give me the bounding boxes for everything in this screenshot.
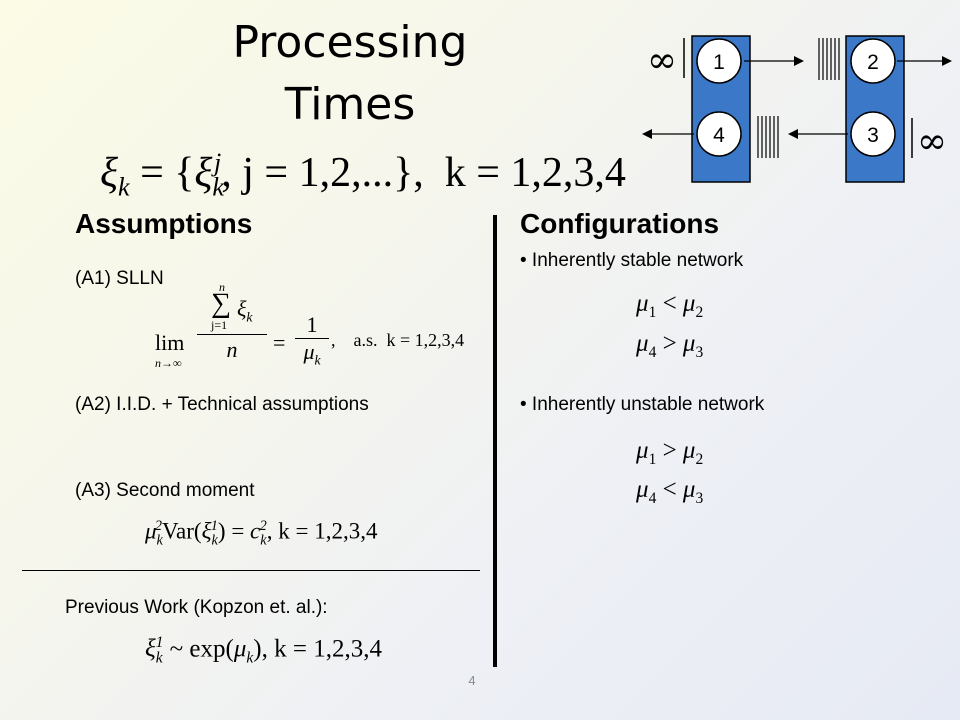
node-3-circle [850,111,896,157]
lim-text: lim [155,330,185,355]
queue-buffer-2 [818,38,840,80]
node-4-circle [696,111,742,157]
arrow-exit [897,56,952,66]
page-number: 4 [468,673,476,688]
horizontal-divider [22,570,480,571]
node-3-label: 3 [867,124,879,147]
slide-title: Processing Times [190,12,510,136]
one-numerator: 1 [295,312,329,339]
mu-denominator: μ [303,339,315,364]
vertical-divider [493,215,497,667]
lim-subscript: n→∞ [155,356,182,370]
network-diagram: 1 2 3 4 ∞ ∞ [642,35,952,183]
queue-buffer-4 [757,116,779,158]
j-sup: j [213,148,222,177]
stable-ineq-2: μ4 > μ3 [636,330,704,361]
configurations-heading: Configurations [520,208,720,239]
j-range: j = 1,2,...}, [231,150,424,196]
node-4-label: 4 [713,124,725,147]
assumptions-heading: Assumptions [75,208,253,239]
unstable-ineq-1: μ1 > μ2 [636,437,704,468]
infinite-buffer-1: ∞ [647,38,685,81]
title-line-1: Processing [232,17,468,68]
arrow-1-to-2 [744,56,804,66]
stable-ineq-1: μ1 < μ2 [636,290,704,321]
fraction-bar: n [197,334,267,363]
mu-k-sub: k [314,352,321,368]
node-1-label: 1 [713,51,725,74]
k-range: k = 1,2,3,4 [444,150,626,196]
assumption-a1-label: (A1) SLLN [75,268,164,289]
definition-formula: ξk = {ξkj, j = 1,2,...}, k = 1,2,3,4 [100,148,626,202]
slln-formula: lim n→∞ n ∑ j=1 ξk n = 1 μk , a.s. k = 1… [155,280,495,378]
denominator-n: n [226,337,238,362]
xi-symbol-2: ξ [194,150,213,196]
arrow-4-exit [642,129,694,139]
infinite-buffer-3: ∞ [911,118,947,162]
assumption-a2-label: (A2) I.I.D. + Technical assumptions [75,394,369,415]
node-2-label: 2 [867,51,879,74]
comma: , [221,150,232,196]
k-sub: k [118,172,130,202]
infinity-icon: ∞ [917,121,947,162]
unstable-ineq-2: μ4 < μ3 [636,476,704,507]
k-sub-2: k [212,172,224,202]
node-1-circle [696,38,742,84]
set-open: = { [129,150,195,196]
previous-work-formula: ξk1 ~ exp(μk), k = 1,2,3,4 [145,634,382,667]
xi-symbol: ξ [100,150,118,196]
numerator-xi: ξk [237,296,253,325]
sum-top: n [219,280,225,294]
unstable-network-label: • Inherently unstable network [520,394,765,415]
sum-symbol: ∑ [211,288,231,319]
stable-network-label: • Inherently stable network [520,250,744,271]
arrow-3-to-4 [788,129,848,139]
second-moment-formula: μk2Var(ξk1) = ck2, k = 1,2,3,4 [145,518,378,549]
as-text: , a.s. k = 1,2,3,4 [331,330,465,350]
equals-sign: = [273,330,286,355]
node-2-circle [850,38,896,84]
assumption-a3-label: (A3) Second moment [75,480,255,501]
infinity-icon: ∞ [647,40,677,81]
title-line-2: Times [284,79,416,130]
previous-work-label: Previous Work (Kopzon et. al.): [65,597,328,618]
sum-bottom: j=1 [211,318,228,332]
